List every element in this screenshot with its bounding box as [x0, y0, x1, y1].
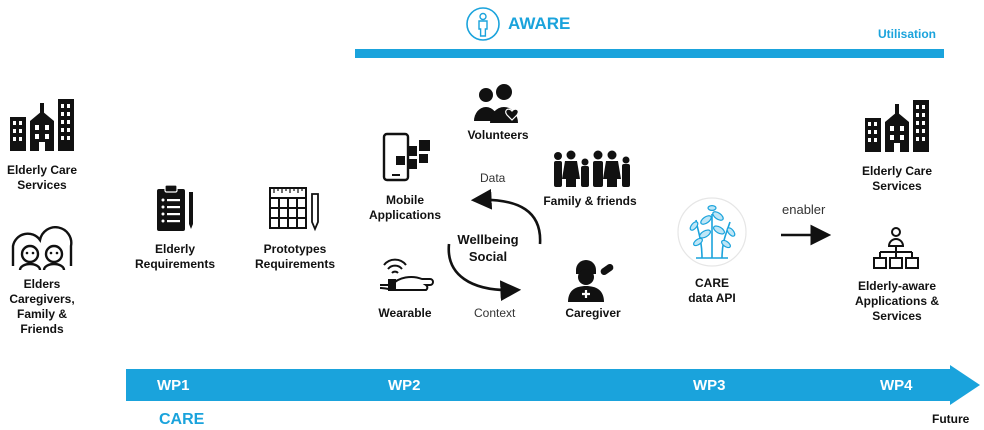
- caregiver-label: Caregiver: [565, 306, 621, 320]
- volunteers-icon: [472, 83, 524, 130]
- wp3-label: WP3: [693, 377, 726, 394]
- utilisation-label: Utilisation: [878, 27, 937, 41]
- aware-bar: [355, 49, 944, 58]
- volunteers-label: Volunteers: [467, 128, 529, 142]
- wearable-icon: [378, 255, 434, 300]
- aware-person-icon: [465, 6, 501, 47]
- care-label: CARE: [159, 411, 205, 428]
- aware-title: AWARE: [508, 14, 571, 33]
- clipboard-icon: [155, 184, 197, 239]
- timeline-arrow: [126, 365, 980, 405]
- future-label: Future: [932, 412, 970, 426]
- caregiver-icon: [566, 260, 618, 309]
- buildings-icon: [8, 95, 76, 158]
- buildings-icon-right: [863, 96, 931, 159]
- family-friends-label: Family & friends: [543, 194, 637, 208]
- wp1-label: WP1: [157, 377, 190, 394]
- mobile-apps-icon: [382, 132, 434, 189]
- hierarchy-icon: [872, 226, 920, 277]
- enabler-label: enabler: [782, 202, 826, 217]
- context-label: Context: [474, 306, 516, 320]
- plant-icon: [676, 196, 748, 273]
- prototype-grid-icon: [268, 186, 324, 237]
- elders-icon: [10, 226, 74, 277]
- wearable-label: Wearable: [378, 306, 432, 320]
- family-icon: [551, 150, 633, 193]
- data-label: Data: [480, 171, 506, 185]
- wp4-label: WP4: [880, 377, 913, 394]
- wp2-label: WP2: [388, 377, 421, 394]
